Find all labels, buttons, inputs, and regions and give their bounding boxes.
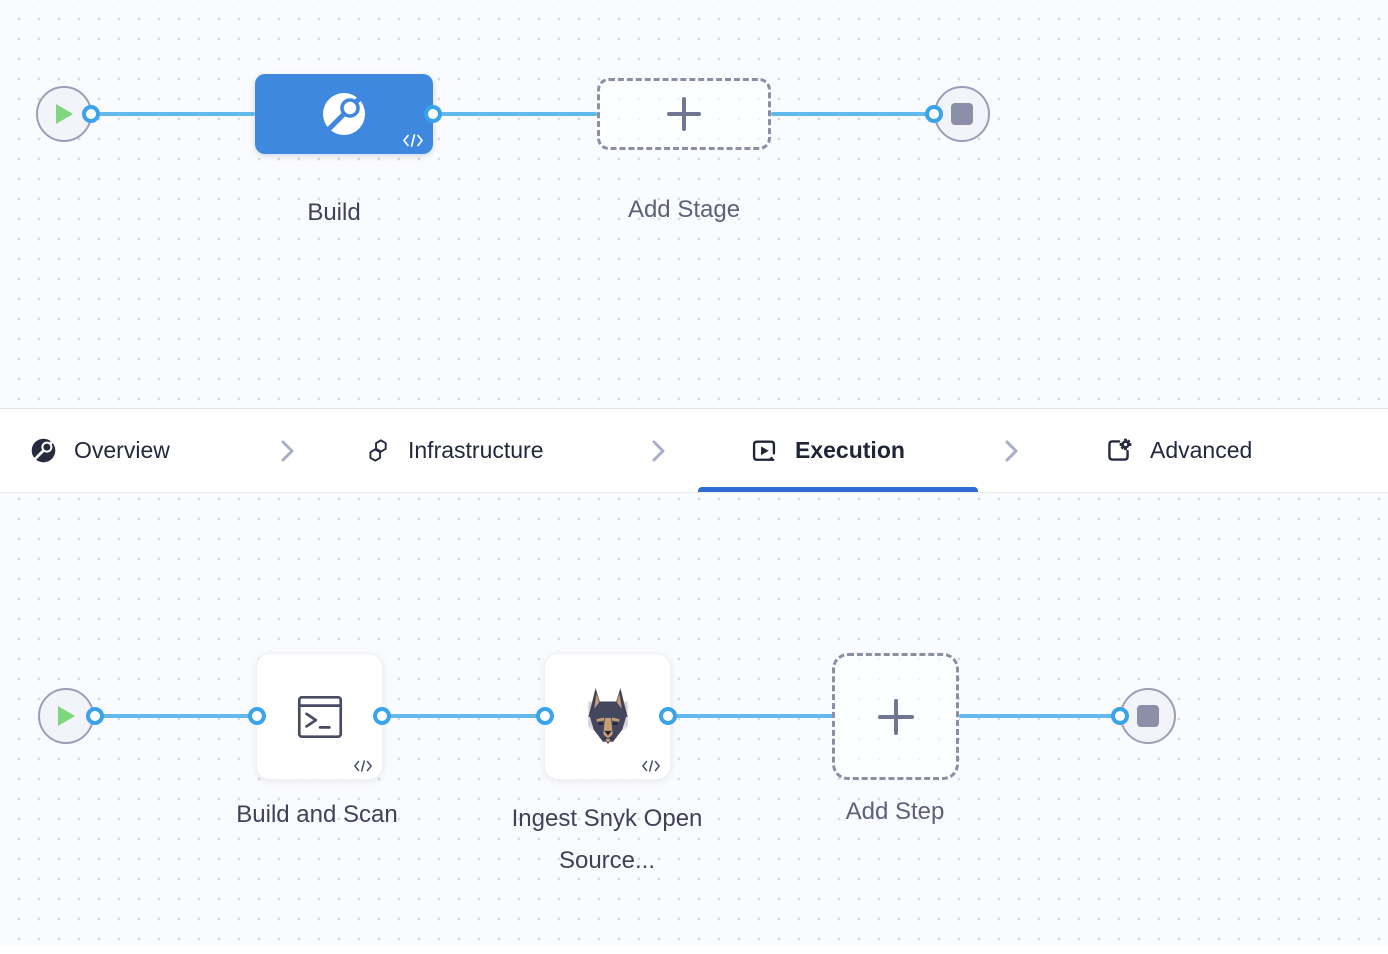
gear-glyph	[1119, 438, 1132, 451]
advanced-icon	[1104, 436, 1133, 465]
tab-infrastructure[interactable]: Infrastructure	[364, 409, 544, 492]
snyk-doberman-icon	[575, 684, 641, 750]
plus-icon	[875, 696, 917, 738]
tab-execution[interactable]: Execution	[750, 409, 905, 492]
code-icon	[354, 760, 372, 772]
ci-module-icon	[320, 90, 368, 138]
add-step-button[interactable]	[832, 653, 959, 780]
play-icon	[57, 705, 76, 727]
tab-label: Execution	[795, 437, 905, 463]
tab-advanced[interactable]: Advanced	[1104, 409, 1252, 492]
chevron-right-icon	[652, 409, 665, 492]
step-node-build-and-scan[interactable]	[256, 653, 383, 780]
flow-line	[771, 112, 934, 116]
flow-line	[91, 112, 255, 116]
flow-line	[95, 714, 257, 718]
pipeline-end-node	[934, 86, 990, 142]
code-icon	[642, 760, 660, 772]
step-node-ingest-snyk[interactable]	[544, 653, 671, 780]
tab-overview[interactable]: Overview	[30, 409, 170, 492]
flow-line	[668, 714, 833, 718]
connector-dot	[248, 707, 266, 725]
step-flow-start-node	[38, 688, 94, 744]
step-flow-end-node	[1120, 688, 1176, 744]
step-label-build-and-scan: Build and Scan	[236, 801, 398, 828]
ci-overview-icon	[30, 437, 57, 464]
stage-node-build[interactable]	[255, 74, 433, 154]
flow-line	[382, 714, 545, 718]
run-step-terminal-icon	[291, 692, 349, 742]
play-icon	[55, 103, 74, 125]
plus-icon	[665, 95, 703, 133]
bottom-panel-edge	[0, 946, 1388, 954]
code-icon	[403, 134, 423, 147]
infrastructure-icon	[364, 437, 391, 464]
add-stage-button[interactable]	[597, 78, 771, 150]
stage-label-build: Build	[307, 199, 361, 226]
connector-dot	[536, 707, 554, 725]
chevron-right-icon	[281, 409, 294, 492]
connector-dot	[424, 105, 442, 123]
add-step-label: Add Step	[845, 798, 945, 825]
chevron-right-icon	[1005, 409, 1018, 492]
connector-dot	[86, 707, 104, 725]
stage-config-tab-bar: Overview Infrastructure Execution	[0, 408, 1388, 493]
connector-dot	[659, 707, 677, 725]
connector-dot	[373, 707, 391, 725]
tab-label: Infrastructure	[408, 437, 544, 463]
execution-icon	[750, 437, 778, 465]
connector-dot	[1111, 707, 1129, 725]
tab-label: Overview	[74, 437, 170, 463]
connector-dot	[82, 105, 100, 123]
tab-label: Advanced	[1150, 437, 1253, 463]
connector-dot	[925, 105, 943, 123]
stop-icon	[951, 103, 973, 125]
flow-line	[433, 112, 597, 116]
flow-line	[959, 714, 1120, 718]
step-label-ingest-snyk: Ingest Snyk Open Source...	[511, 805, 703, 874]
stop-icon	[1137, 705, 1159, 727]
add-stage-label: Add Stage	[627, 196, 741, 223]
active-tab-underline	[698, 487, 978, 492]
